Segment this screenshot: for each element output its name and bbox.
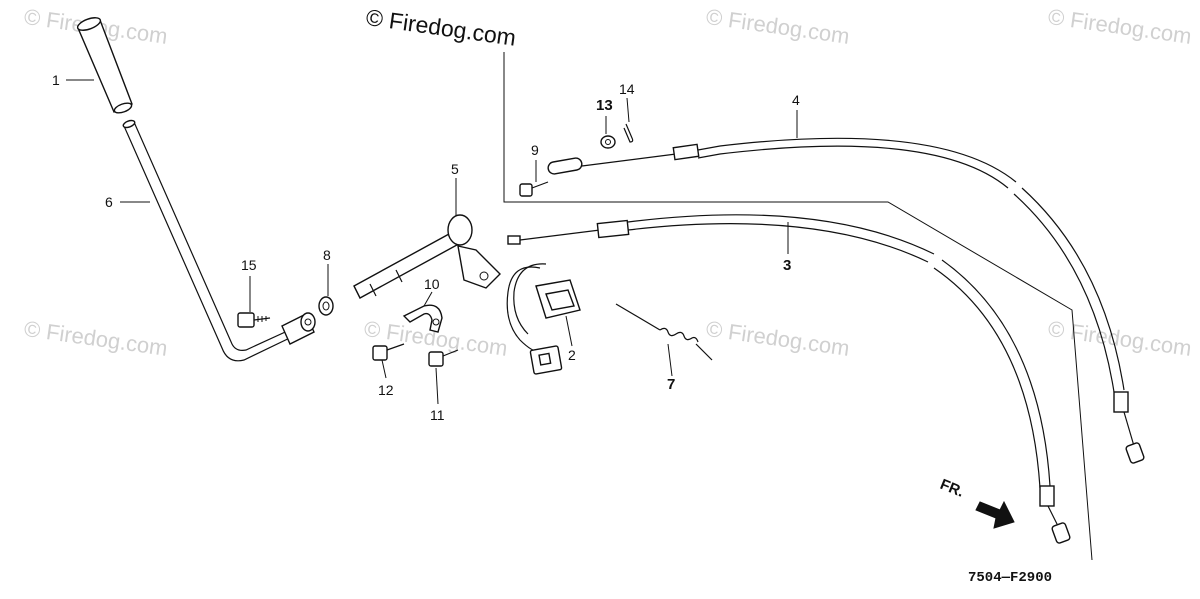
callout-3: 3 [783,257,792,274]
diagram-code: 7504—F2900 [968,570,1053,586]
callout-6: 6 [105,194,113,210]
spring-7-part [615,303,713,361]
bolt-15-part [237,312,271,328]
cable-3-part [507,214,1071,544]
lever-rod-part [122,119,316,362]
clamp-10-part [402,304,443,333]
grip-part [76,17,133,114]
bolt-12-part [372,343,405,361]
callout-13: 13 [596,97,613,114]
callout-9: 9 [531,142,539,158]
callout-15: 15 [241,257,257,273]
callout-12: 12 [378,382,394,398]
front-direction-arrow [975,500,1015,529]
shaft-arm-5-part [353,214,501,299]
switch-2-part [506,263,581,375]
group-boundary-line [503,52,1093,561]
callout-8: 8 [323,247,331,263]
washer-8-part [318,296,334,316]
callout-1: 1 [52,72,60,88]
callout-10: 10 [424,276,440,292]
callout-leaders [66,79,798,405]
callout-11: 11 [430,407,445,423]
callout-7: 7 [667,376,676,393]
clip-14-part [623,123,634,143]
callout-14: 14 [619,81,635,97]
cable-4-part [547,137,1145,464]
bolt-9-part [519,181,549,197]
callout-5: 5 [451,161,459,177]
bolt-11-part [428,349,459,367]
callout-4: 4 [792,92,800,108]
nut-13-part [600,135,616,149]
callout-2: 2 [568,347,576,363]
